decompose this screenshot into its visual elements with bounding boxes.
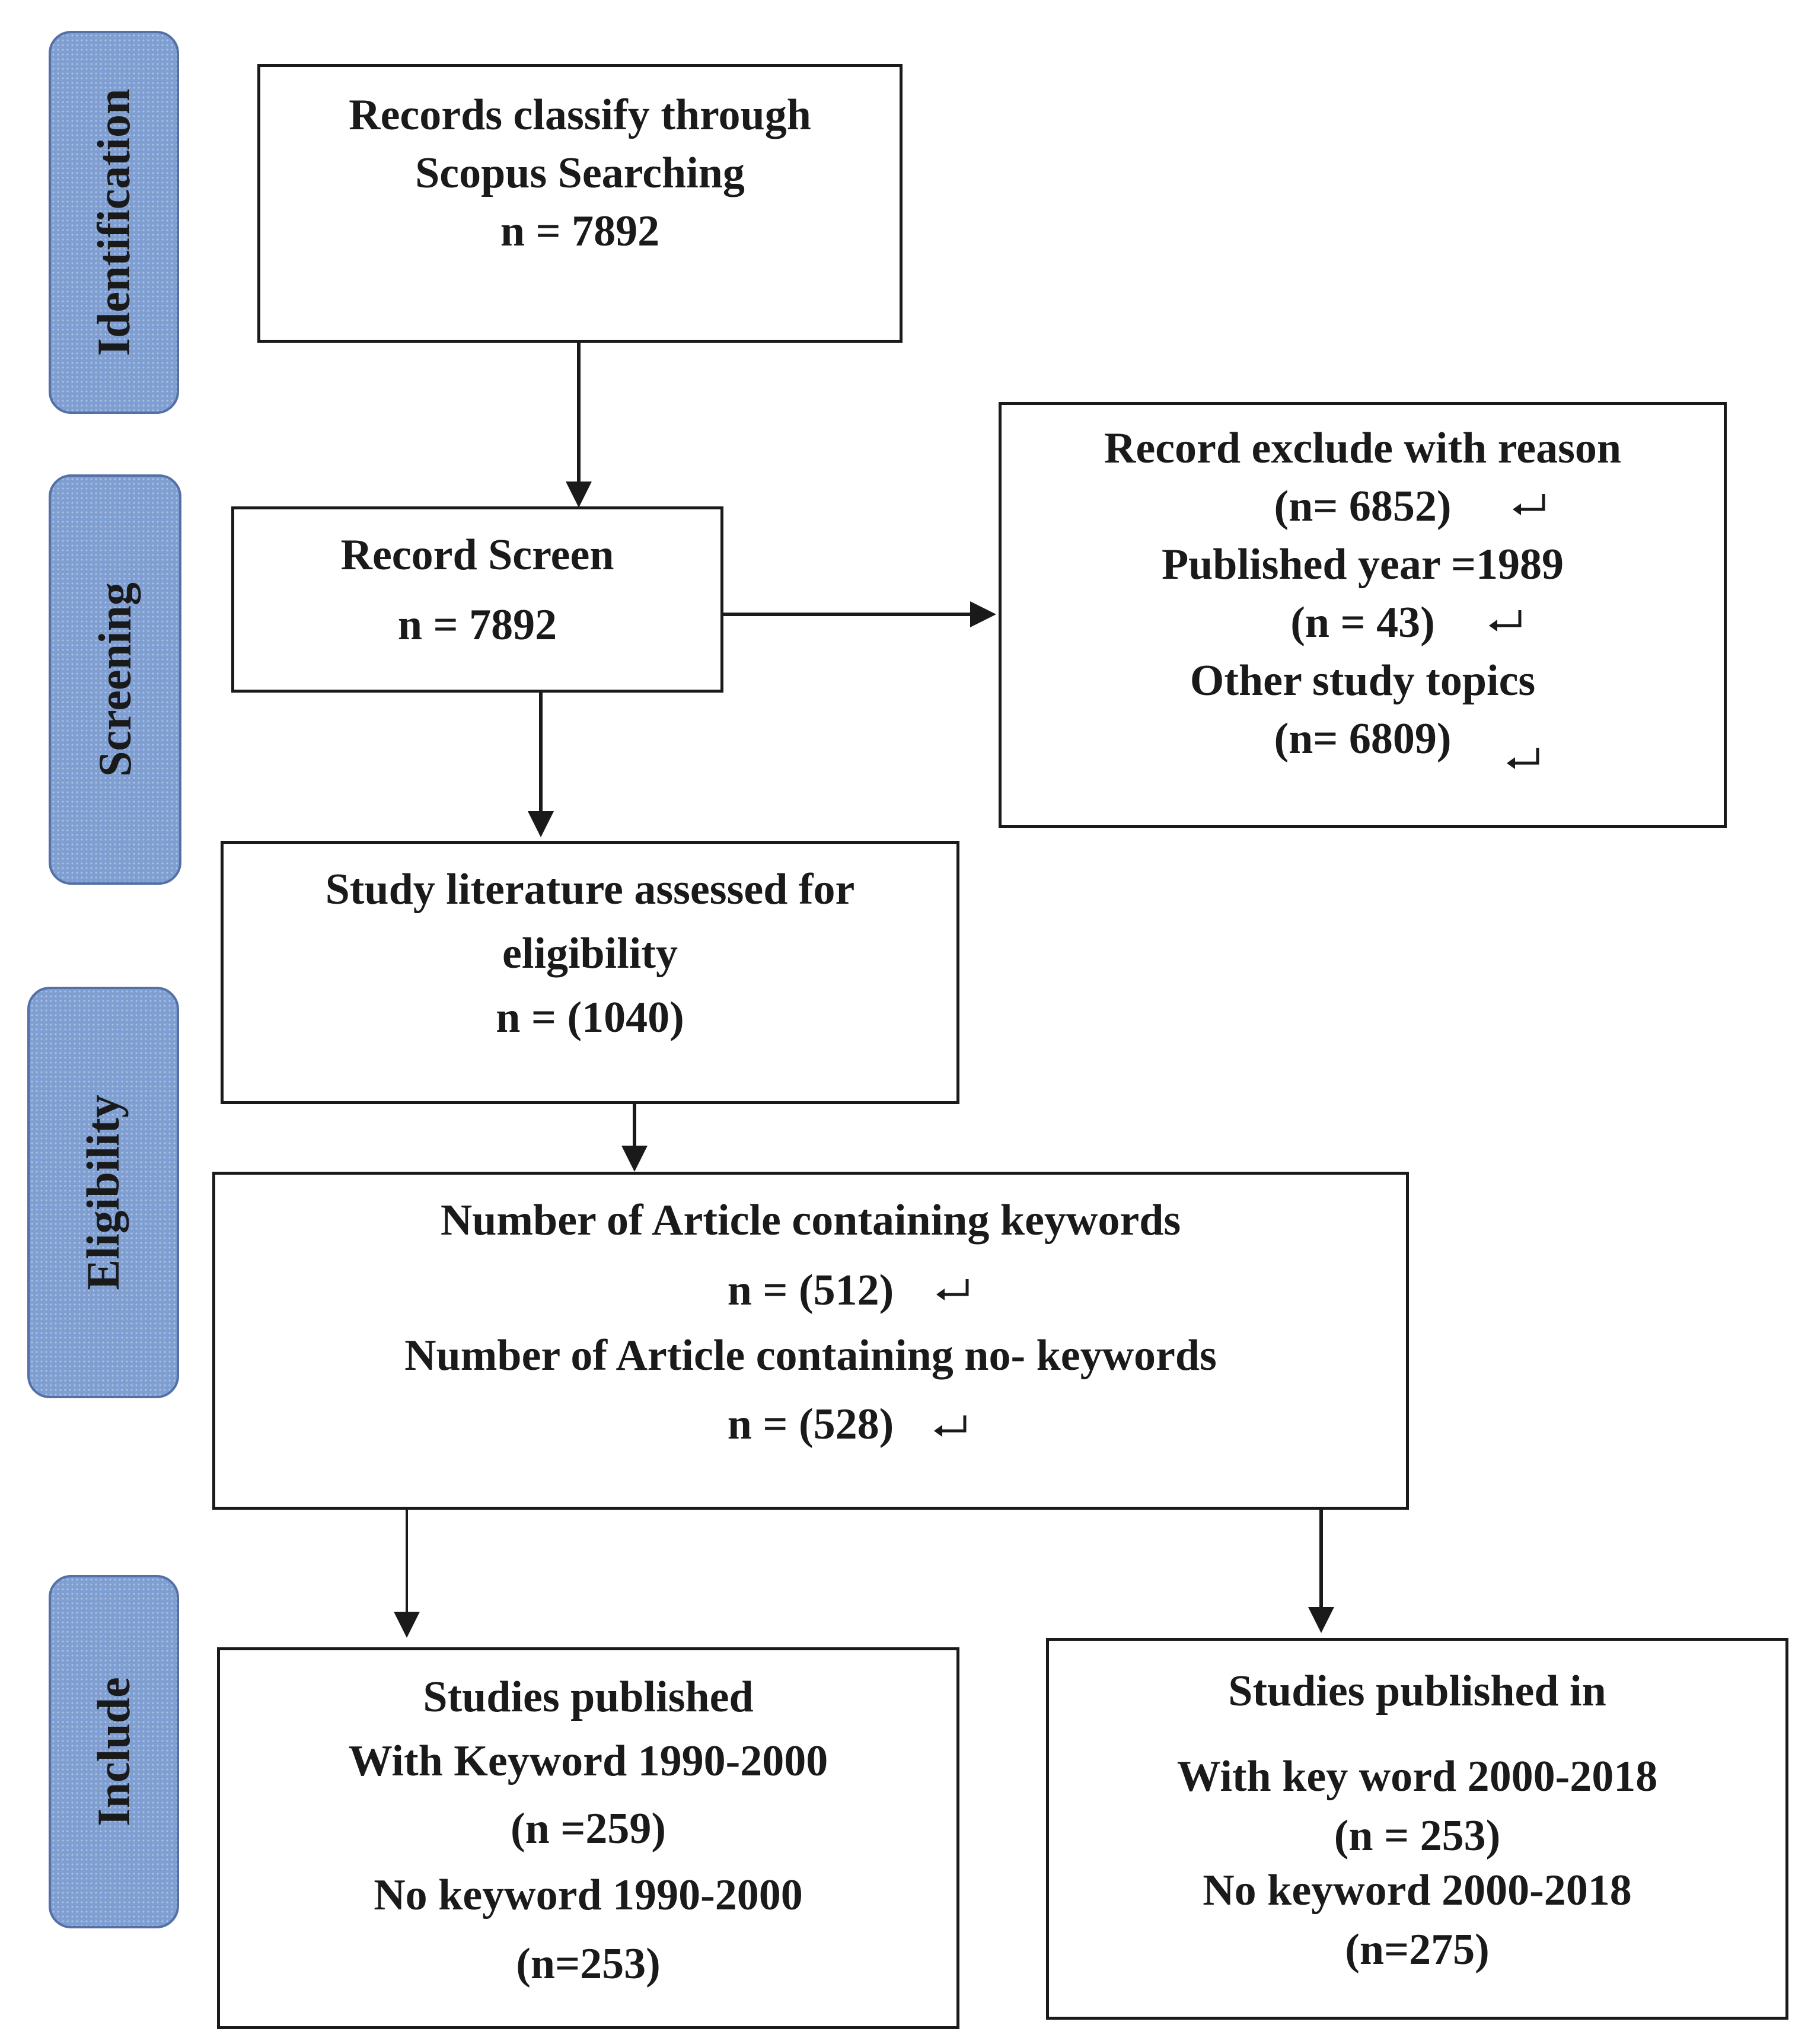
- box-line: Scopus Searching: [415, 149, 745, 197]
- return-arrow-icon: [1489, 610, 1522, 632]
- stage-label: Identification: [88, 88, 139, 356]
- box-line: n = 7892: [500, 207, 660, 256]
- box-line: n = (1040): [496, 993, 684, 1042]
- box-line: eligibility: [502, 929, 678, 978]
- box-line: Study literature assessed for: [325, 865, 855, 914]
- stage-label: Screening: [89, 582, 141, 777]
- box-line: (n=253): [516, 1940, 661, 1988]
- stage-include: Include: [49, 1575, 179, 1928]
- stage-identification: Identification: [49, 31, 179, 414]
- stage-screening: Screening: [49, 474, 181, 885]
- arrow-right-icon: [715, 601, 996, 627]
- return-arrow-icon: [1507, 748, 1539, 769]
- box-line: (n= 6852): [1274, 482, 1452, 531]
- article-keywords-box: Number of Article containing keywords n …: [212, 1172, 1409, 1510]
- box-line: Record Screen: [340, 531, 614, 579]
- box-line: Published year =1989: [1161, 540, 1564, 589]
- return-arrow-icon: [936, 1279, 969, 1300]
- stage-label: Include: [88, 1677, 139, 1826]
- box-line: Studies published: [423, 1673, 754, 1721]
- box-line: Other study topics: [1190, 656, 1536, 705]
- box-line: (n = 253): [1334, 1812, 1501, 1860]
- study-literature-box: Study literature assessed for eligibilit…: [221, 841, 959, 1104]
- studies-1990-2000-box: Studies published With Keyword 1990-2000…: [217, 1647, 959, 2029]
- arrow-down-icon: [1308, 1510, 1334, 1633]
- arrow-down-icon: [566, 343, 592, 508]
- arrow-down-icon: [621, 1104, 648, 1172]
- box-line: (n =259): [510, 1804, 667, 1853]
- box-line: n = 7892: [397, 601, 557, 649]
- arrow-down-icon: [394, 1510, 420, 1638]
- stage-eligibility: Eligibility: [27, 987, 179, 1398]
- record-exclude-box: Record exclude with reason (n= 6852) Pub…: [999, 402, 1727, 828]
- box-line: With key word 2000-2018: [1176, 1752, 1658, 1801]
- box-line: Number of Article containing keywords: [440, 1196, 1181, 1245]
- box-line: (n=275): [1345, 1925, 1490, 1974]
- box-line: No keyword 1990-2000: [374, 1871, 803, 1919]
- return-arrow-icon: [1513, 494, 1545, 515]
- box-line: With Keyword 1990-2000: [348, 1737, 828, 1785]
- record-screen-box: Record Screen n = 7892: [231, 506, 723, 693]
- records-classify-box: Records classify through Scopus Searchin…: [257, 64, 903, 343]
- box-line: Studies published in: [1228, 1667, 1606, 1715]
- box-line: (n= 6809): [1274, 715, 1452, 763]
- box-line: Number of Article containing no- keyword…: [404, 1331, 1217, 1380]
- return-arrow-icon: [934, 1415, 967, 1437]
- arrow-down-icon: [528, 693, 554, 837]
- studies-2000-2018-box: Studies published in With key word 2000-…: [1046, 1638, 1788, 2020]
- box-line: Records classify through: [349, 91, 811, 139]
- stage-label: Eligibility: [77, 1095, 129, 1290]
- box-line: Record exclude with reason: [1104, 424, 1622, 473]
- box-line: n = (512): [727, 1266, 894, 1315]
- box-line: No keyword 2000-2018: [1203, 1866, 1632, 1915]
- box-line: (n = 43): [1290, 598, 1435, 647]
- box-line: n = (528): [727, 1400, 894, 1449]
